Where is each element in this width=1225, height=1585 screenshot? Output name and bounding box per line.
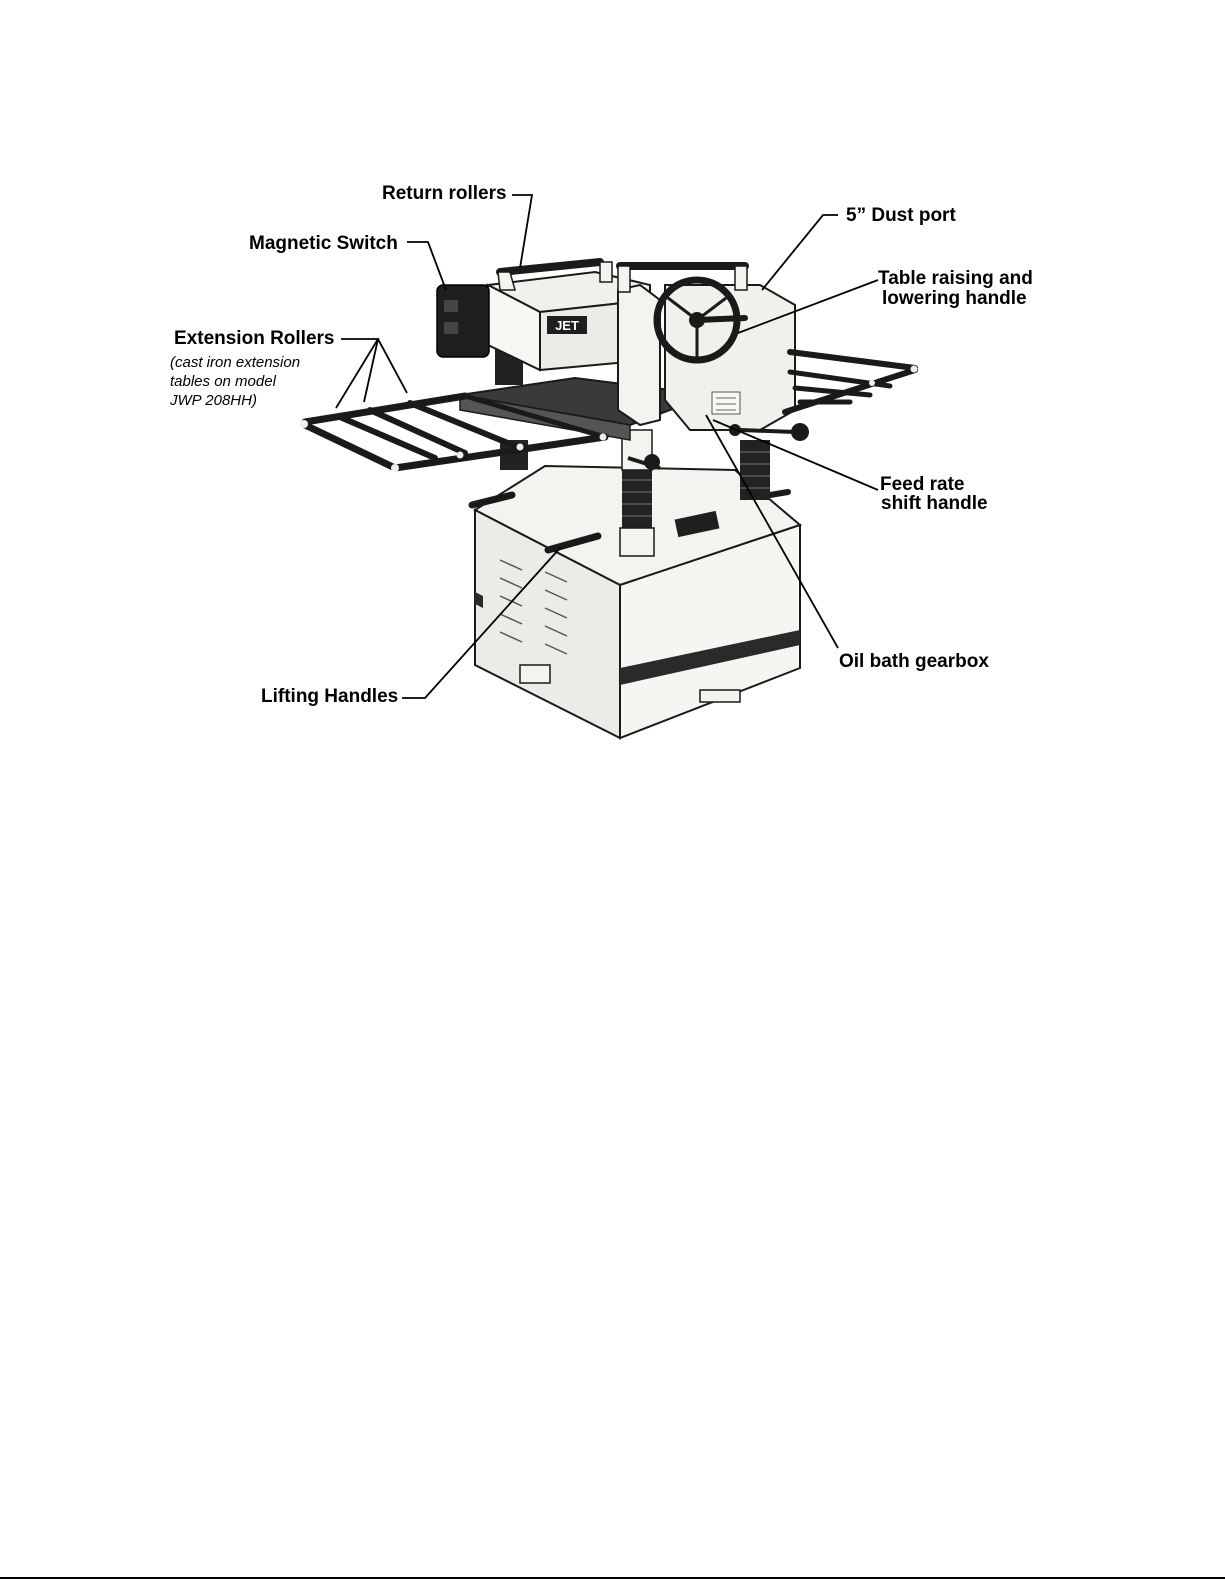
leader-extension-1 [336,339,378,408]
leader-magnetic-switch [407,242,446,290]
note-extension-line1: (cast iron extension [170,353,300,372]
leader-extension-2 [364,339,378,402]
label-feed-rate-line2: shift handle [881,493,988,515]
right-extension-rollers [785,352,918,412]
label-table-handle-line1: Table raising and [878,268,1033,290]
note-extension-line2: tables on model [170,372,276,391]
note-extension-line3: JWP 208HH) [170,391,257,410]
head-logo-text: JET [555,318,579,333]
label-extension-rollers: Extension Rollers [174,328,335,350]
leader-dust-port [762,215,838,290]
label-oil-bath-gearbox: Oil bath gearbox [839,651,989,673]
leader-extension-3 [378,339,407,393]
label-return-rollers: Return rollers [382,183,507,205]
label-lifting-handles: Lifting Handles [261,686,398,708]
label-magnetic-switch: Magnetic Switch [249,233,398,255]
page-bottom-rule [0,1577,1225,1579]
label-table-handle-line2: lowering handle [882,288,1027,310]
gearbox-label-plate [712,392,740,414]
leader-return-rollers [512,195,532,268]
label-dust-port: 5” Dust port [846,205,956,227]
magnetic-switch-box [437,285,489,357]
